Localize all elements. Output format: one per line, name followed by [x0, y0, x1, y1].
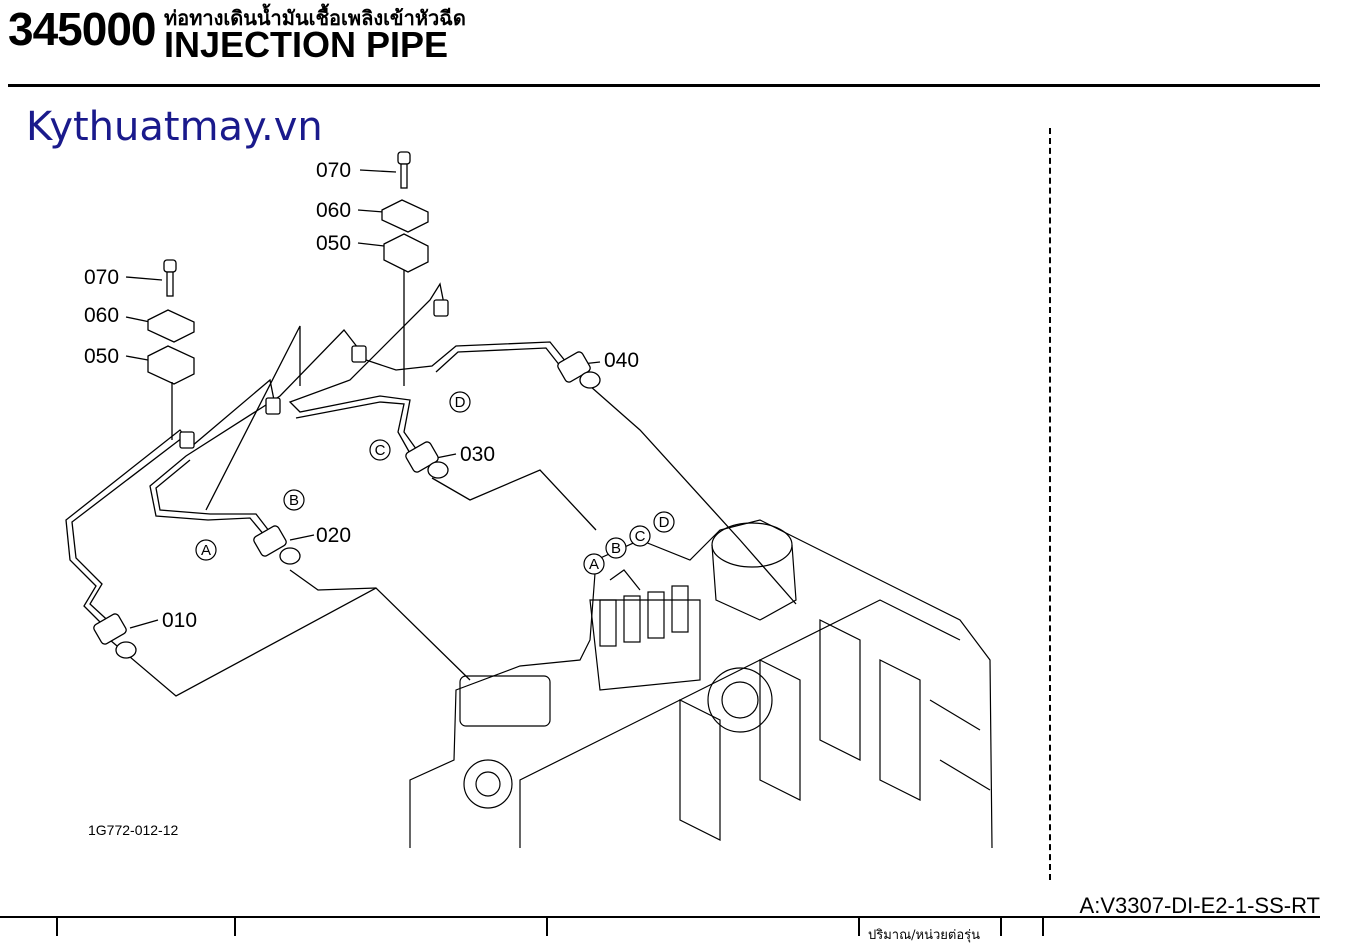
part-label-060-lower: 060 — [84, 304, 119, 327]
leader-line-050a — [357, 242, 385, 247]
part-label-050-upper: 050 — [316, 232, 351, 255]
pipe-fittings — [93, 299, 601, 659]
callout-d-pipe-label: D — [455, 394, 466, 411]
callout-a-pipe-label: A — [201, 542, 211, 559]
callout-d-pipe — [449, 391, 471, 413]
part-label-010: 010 — [162, 609, 197, 632]
callout-b-pump-label: B — [611, 540, 621, 557]
part-label-050-lower: 050 — [84, 345, 119, 368]
leader-line-060b — [125, 316, 151, 323]
parts-table-header: ปริมาณ/หน่วยต่อรุ่น — [0, 916, 1372, 943]
part-label-020: 020 — [316, 524, 351, 547]
callout-b-pipe — [283, 489, 305, 511]
callout-c-pump — [629, 525, 651, 547]
clamp-assembly-upper — [381, 151, 429, 386]
table-column-divider — [1000, 916, 1002, 936]
part-label-070-upper: 070 — [316, 159, 351, 182]
part-label-070-lower: 070 — [84, 266, 119, 289]
engine-block — [409, 519, 993, 849]
header-divider — [8, 84, 1320, 87]
callout-b-pipe-label: B — [289, 492, 299, 509]
part-label-040: 040 — [604, 349, 639, 372]
page-number: 345000 — [8, 3, 156, 55]
drawing-code: 1G772-012-12 — [88, 822, 179, 838]
leader-line-010 — [129, 619, 159, 629]
leader-line-070b — [125, 276, 163, 281]
table-column-label: ปริมาณ/หน่วยต่อรุ่น — [868, 928, 981, 943]
part-label-060-upper: 060 — [316, 199, 351, 222]
page-title: INJECTION PIPE — [164, 24, 449, 65]
callout-a-pump — [583, 553, 605, 575]
injection-pipes — [65, 282, 797, 697]
leader-line-050b — [125, 355, 149, 361]
table-column-divider — [56, 916, 58, 936]
callout-b-pump — [605, 537, 627, 559]
part-label-030: 030 — [460, 443, 495, 466]
callout-d-pump — [653, 511, 675, 533]
table-column-divider — [546, 916, 548, 936]
table-column-divider — [1042, 916, 1044, 936]
callout-a-pipe — [195, 539, 217, 561]
page-title-thai: ท่อทางเดินน้ำมันเชื้อเพลิงเข้าหัวฉีด — [164, 6, 466, 30]
leader-line-070a — [359, 169, 397, 173]
table-column-divider — [858, 916, 860, 936]
callout-d-pump-label: D — [659, 514, 670, 531]
callout-c-pump-label: C — [635, 528, 646, 545]
table-top-border — [0, 916, 1320, 918]
callout-c-pipe — [369, 439, 391, 461]
callout-a-pump-label: A — [589, 556, 599, 573]
dashed-separator — [1049, 128, 1051, 880]
leader-line-060a — [357, 209, 385, 213]
clamp-assembly-lower — [147, 259, 195, 440]
leader-line-020 — [289, 534, 315, 541]
table-column-divider — [234, 916, 236, 936]
leader-line-030 — [435, 453, 457, 459]
watermark: Kythuatmay.vn — [26, 104, 323, 150]
callout-c-pipe-label: C — [375, 442, 386, 459]
model-code: A:V3307-DI-E2-1-SS-RT — [1079, 893, 1320, 918]
